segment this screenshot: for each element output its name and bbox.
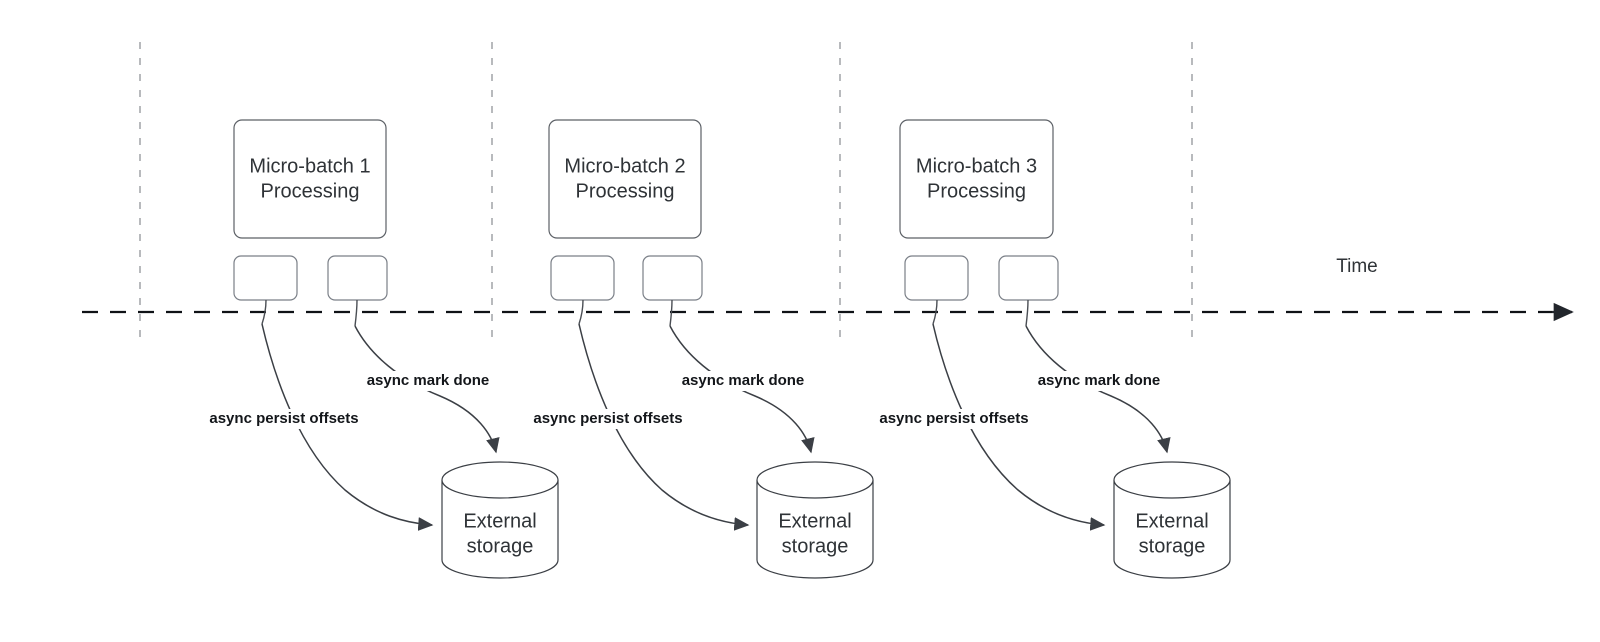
micro-batch-1-processing-box-line2: Processing [261, 180, 360, 202]
micro-batch-3-processing-box-line2: Processing [927, 180, 1026, 202]
timeline-axis: Time [82, 256, 1574, 322]
micro-batch-1-task-a[interactable] [233, 255, 298, 301]
async-persist-offsets-edge-3-label: async persist offsets [879, 410, 1028, 427]
micro-batch-1-stem-b [354, 299, 358, 327]
external-storage-2-line2: storage [782, 535, 849, 557]
external-storage-2-top [756, 461, 874, 499]
micro-batch-3-processing-box[interactable] [899, 119, 1054, 239]
async-mark-done-edge-2 [669, 325, 815, 454]
async-mark-done-edge-1-label-bg [366, 371, 490, 391]
micro-batch-3-processing-box-line1: Micro-batch 3 [916, 155, 1037, 177]
external-storage-1-line1: External [463, 510, 536, 532]
async-mark-done-edge-2-label-bg [681, 371, 805, 391]
micro-batch-1-task-b[interactable] [327, 255, 388, 301]
micro-batch-2-stem-a [578, 299, 584, 325]
external-storage-2-body [756, 480, 874, 579]
external-storage-2-line1: External [778, 510, 851, 532]
micro-batch-2-processing-box-line2: Processing [576, 180, 675, 202]
micro-batch-1-stem-a [261, 299, 267, 325]
async-mark-done-edge-1-label: async mark done [367, 372, 490, 389]
async-persist-offsets-edge-2 [578, 323, 750, 531]
micro-batch-3-stem-a [932, 299, 938, 325]
external-storage-1-top [441, 461, 559, 499]
async-persist-offsets-edge-3-label-bg [869, 409, 1039, 429]
external-storage-1[interactable]: External storage [441, 461, 559, 579]
micro-batch-1-processing-box-line1: Micro-batch 1 [249, 155, 370, 177]
external-storage-3[interactable]: External storage [1113, 461, 1231, 579]
micro-batch-3-stem-b [1025, 299, 1029, 327]
async-mark-done-edge-3-label-bg [1037, 371, 1161, 391]
async-mark-done-edge-1 [354, 325, 500, 454]
micro-batch-2-task-b[interactable] [642, 255, 703, 301]
micro-batch-1-processing-box[interactable] [233, 119, 387, 239]
external-storage-1-line2: storage [467, 535, 534, 557]
async-persist-offsets-edge-2-label: async persist offsets [533, 410, 682, 427]
async-persist-offsets-edge-1 [261, 323, 434, 531]
external-storage-1-body [441, 480, 559, 579]
async-persist-offsets-edge-1-label-bg [199, 409, 369, 429]
external-storage-2[interactable]: External storage [756, 461, 874, 579]
external-storage-3-line1: External [1135, 510, 1208, 532]
micro-batch-2-processing-box-line1: Micro-batch 2 [564, 155, 685, 177]
async-mark-done-edge-2-label: async mark done [682, 372, 805, 389]
micro-batch-2-task-a[interactable] [550, 255, 615, 301]
external-storage-3-top [1113, 461, 1231, 499]
external-storage-3-body [1113, 480, 1231, 579]
time-dividers [139, 42, 1193, 340]
async-mark-done-edge-3-label: async mark done [1038, 372, 1161, 389]
time-axis-label: Time [1336, 256, 1378, 277]
micro-batch-3-task-b[interactable] [998, 255, 1059, 301]
async-persist-offsets-edge-3 [932, 323, 1106, 531]
micro-batch-2-stem-b [669, 299, 673, 327]
external-storage-3-line2: storage [1139, 535, 1206, 557]
async-persist-offsets-edge-2-label-bg [523, 409, 693, 429]
async-mark-done-edge-3 [1025, 325, 1171, 454]
micro-batch-2-processing-box[interactable] [548, 119, 702, 239]
async-persist-offsets-edge-1-label: async persist offsets [209, 410, 358, 427]
micro-batch-3-task-a[interactable] [904, 255, 969, 301]
